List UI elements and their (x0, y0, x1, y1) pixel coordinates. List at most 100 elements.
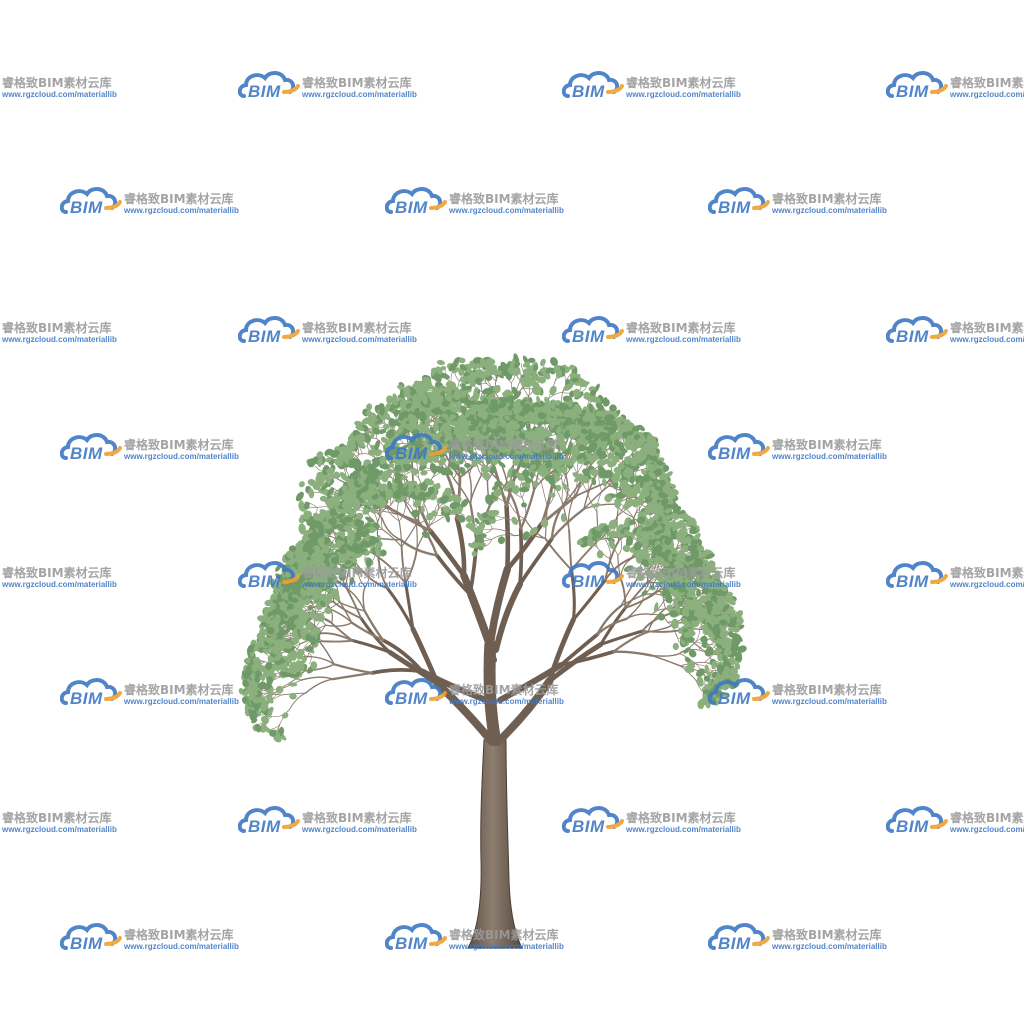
leaf (295, 491, 304, 502)
branch (381, 517, 402, 541)
branch (433, 679, 496, 746)
branch (370, 668, 424, 675)
branch (377, 556, 407, 585)
leaf (635, 566, 643, 574)
leaf (549, 385, 557, 396)
branch (415, 521, 418, 550)
branch (324, 621, 353, 627)
branch (338, 601, 366, 612)
branch (427, 528, 467, 578)
branch (583, 485, 610, 510)
branch (569, 568, 576, 622)
branch (337, 598, 353, 624)
branch (404, 581, 415, 631)
leaf (596, 550, 604, 559)
branch (651, 654, 682, 667)
branch (364, 567, 370, 588)
leaf (300, 514, 310, 520)
branch (645, 593, 666, 599)
branch (612, 630, 650, 653)
branch (381, 638, 424, 674)
branch (612, 650, 654, 657)
leaf (325, 474, 332, 485)
branch (399, 538, 438, 557)
branch (322, 639, 354, 643)
branch (330, 622, 354, 642)
branch (386, 507, 400, 522)
branch (326, 604, 333, 624)
branch (493, 581, 524, 653)
branch (624, 580, 649, 609)
branch (617, 539, 623, 556)
branch (359, 568, 389, 590)
branch (505, 521, 545, 572)
branch (271, 709, 290, 717)
leaf (519, 486, 530, 493)
branch (642, 590, 659, 602)
branch (605, 540, 611, 559)
branch (401, 523, 418, 548)
branch (561, 477, 566, 502)
branch (288, 692, 307, 711)
branch (363, 609, 385, 642)
leaf (275, 564, 282, 572)
branch (419, 668, 489, 703)
branch (304, 678, 334, 694)
branch (497, 662, 564, 703)
leaf (648, 585, 656, 591)
branch (348, 589, 366, 612)
leaf (436, 360, 445, 366)
branch (518, 527, 524, 587)
leaf (333, 471, 341, 479)
branch (434, 553, 472, 597)
branch (620, 580, 637, 607)
leaf (679, 537, 689, 545)
branch (571, 578, 607, 622)
branch (305, 655, 335, 666)
branch (519, 489, 535, 531)
branch (492, 528, 515, 537)
leaf (308, 488, 315, 499)
branch (695, 627, 701, 643)
branch (550, 501, 567, 541)
branch (400, 545, 407, 585)
branch (533, 469, 556, 492)
branch (616, 510, 620, 542)
branch (518, 537, 554, 587)
branch (651, 652, 681, 657)
branch (396, 501, 400, 522)
branch (416, 524, 431, 550)
branch (404, 547, 418, 585)
branch (300, 676, 334, 681)
branch (486, 565, 512, 649)
branch (568, 529, 573, 571)
branch (547, 617, 576, 684)
branch (518, 378, 529, 397)
branch (647, 607, 667, 633)
branch (507, 489, 522, 531)
branch (625, 613, 653, 620)
branch (509, 503, 526, 520)
branch (567, 498, 574, 531)
leaf (497, 536, 506, 545)
branch (457, 453, 468, 458)
branch (331, 671, 374, 681)
branch (452, 477, 472, 505)
leaf (326, 467, 335, 475)
branch (558, 632, 600, 668)
leaf (317, 456, 323, 468)
leaf (304, 501, 310, 510)
tree-trunk (467, 737, 523, 949)
leaf (317, 480, 325, 487)
branch (381, 528, 403, 548)
branch (583, 475, 597, 510)
branch (558, 649, 616, 668)
branch (599, 629, 645, 647)
leaf (298, 481, 305, 488)
branch (491, 534, 515, 540)
branch (379, 508, 383, 530)
branch (587, 491, 598, 513)
branch (466, 591, 497, 663)
branch (504, 503, 511, 572)
